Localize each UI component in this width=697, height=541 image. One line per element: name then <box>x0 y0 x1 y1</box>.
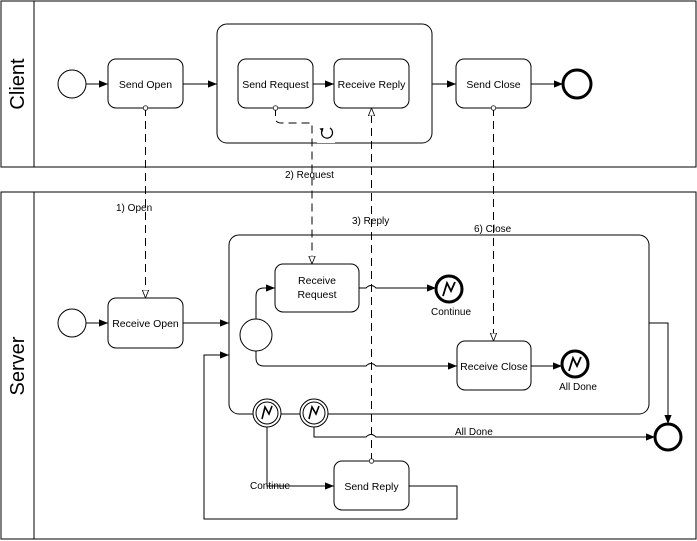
receive-close-label: Receive Close <box>460 361 528 373</box>
send-request-task[interactable]: Send Request <box>237 58 314 109</box>
continue-flow-label: Continue <box>250 481 290 492</box>
receive-request-label-line1: Receive <box>298 275 336 287</box>
continue-boundary-error-icon <box>252 398 282 428</box>
receive-request-task[interactable]: Receive Request <box>274 263 360 313</box>
continue-end-label: Continue <box>431 307 471 318</box>
all-done-flow-label: All Done <box>455 427 493 438</box>
all-done-end-label: All Done <box>559 382 597 393</box>
send-open-task[interactable]: Send Open <box>107 58 184 109</box>
send-reply-label: Send Reply <box>344 481 399 493</box>
continue-error-end-event: Continue <box>431 274 471 318</box>
send-close-task[interactable]: Send Close <box>455 58 532 109</box>
message-request-label: 2) Request <box>285 170 334 181</box>
client-start-event <box>57 69 87 99</box>
event-based-gateway-circle <box>239 318 273 352</box>
server-pool-label: Server <box>7 336 29 395</box>
receive-reply-label: Receive Reply <box>338 79 406 91</box>
message-reply-label: 3) Reply <box>352 216 389 227</box>
all-done-error-end-event: All Done <box>559 349 597 393</box>
client-end-event <box>561 68 593 100</box>
message-open-label: 1) Open <box>116 203 152 214</box>
client-pool-label: Client <box>7 58 29 110</box>
send-open-label: Send Open <box>119 79 172 91</box>
receive-request-label-line2: Request <box>297 289 336 301</box>
loop-marker-icon <box>317 124 335 143</box>
send-reply-task[interactable]: Send Reply <box>333 460 410 511</box>
all-done-boundary-error-icon <box>299 398 329 428</box>
message-close-label: 6) Close <box>474 224 512 235</box>
message-flows <box>146 108 494 461</box>
receive-close-task[interactable]: Receive Close <box>456 340 532 391</box>
receive-open-task[interactable]: Receive Open <box>107 297 184 349</box>
server-start-event <box>57 308 87 338</box>
receive-open-label: Receive Open <box>112 318 179 330</box>
receive-reply-task[interactable]: Receive Reply <box>333 58 410 109</box>
send-request-label: Send Request <box>242 79 309 91</box>
server-end-event <box>653 422 683 452</box>
send-close-label: Send Close <box>466 79 520 91</box>
